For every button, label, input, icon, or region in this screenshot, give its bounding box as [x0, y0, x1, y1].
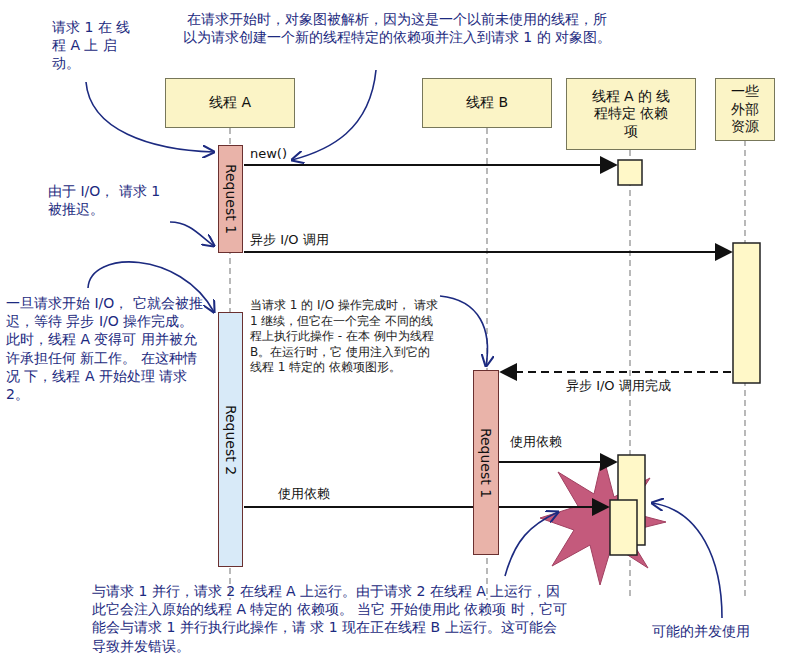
- header-label: 线程 A 的 线程特定 依赖项: [591, 88, 671, 141]
- lifeline-header: 一些 外部 资源: [715, 78, 775, 141]
- activation-bar: Request 1: [218, 145, 243, 253]
- callout-note: 请求 1 在 线程 A 上 启动。: [52, 18, 138, 73]
- callout-note: 一旦请求开始 I/O， 它就会被推迟，等待 异步 I/O 操作完成。 此时，线程…: [6, 294, 204, 403]
- dependency-use: [610, 500, 637, 555]
- activation-bar: Request 2: [218, 312, 243, 567]
- conflict-star: [540, 455, 666, 585]
- message-label: 使用依赖: [510, 434, 590, 451]
- callout-note: 当请求 1 的 I/O 操作完成时， 请求 1 继续，但它在一个完全 不同的线程…: [250, 298, 440, 376]
- activation-label: Request 1: [478, 427, 494, 497]
- lifeline-header: 线程 A: [165, 78, 295, 128]
- message-label: 使用依赖: [278, 486, 358, 503]
- lifeline-header: 线程 A 的 线程特定 依赖项: [566, 78, 696, 150]
- message-label: new(): [250, 146, 310, 163]
- callout-note: 可能的并发使用: [652, 622, 787, 640]
- header-label: 线程 B: [466, 94, 508, 112]
- callout-note: 在请求开始时，对象图被解析，因为这是一个以前未使用的线程，所 以为请求创建一个新…: [182, 10, 612, 46]
- activation-bar: Request 1: [473, 370, 499, 555]
- resource-activation: [733, 243, 760, 383]
- message-label: 异步 I/O 调用完成: [566, 378, 706, 395]
- header-label: 线程 A: [209, 94, 251, 112]
- activation-label: Request 1: [223, 164, 239, 234]
- callout-note: 由于 I/O， 请求 1 被推迟。: [48, 182, 168, 218]
- message-label: 异步 I/O 调用: [250, 232, 370, 249]
- header-label: 一些 外部 资源: [729, 83, 761, 136]
- messages: [244, 165, 731, 507]
- lifeline-header: 线程 B: [422, 78, 552, 128]
- dependency-instance: [618, 160, 642, 185]
- lifelines: [230, 128, 745, 600]
- activation-label: Request 2: [223, 404, 239, 474]
- callout-note: 与请求 1 并行，请求 2 在线程 A 上运行。由于请求 2 在线程 A 上运行…: [92, 582, 570, 655]
